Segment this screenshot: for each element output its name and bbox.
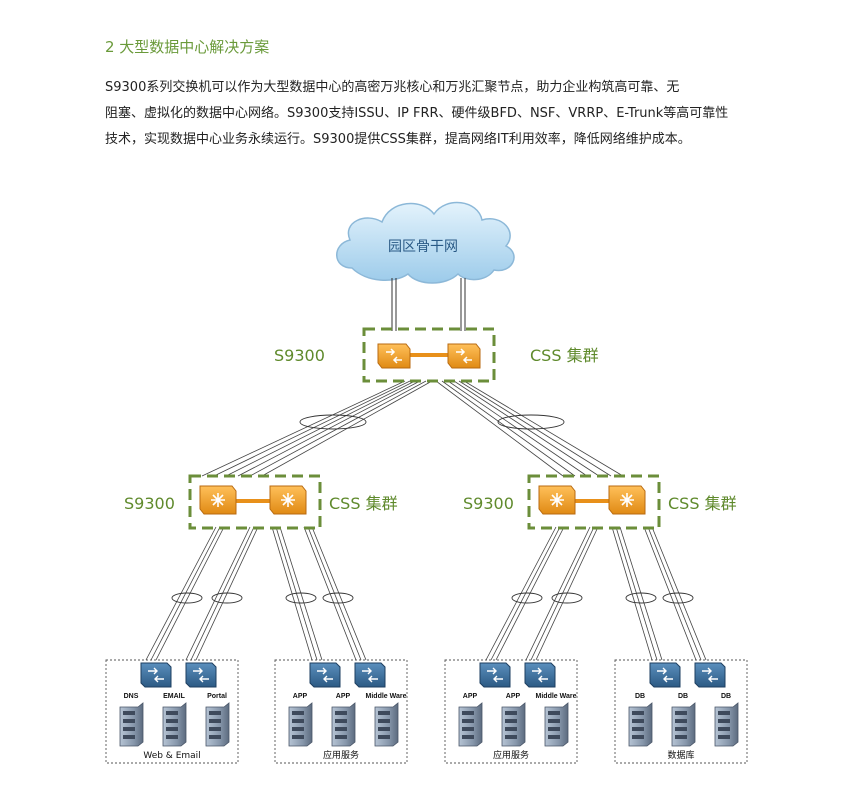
paragraph-line-3: 技术，实现数据中心业务永续运行。S9300提供CSS集群，提高网络IT利用效率，…: [105, 132, 691, 147]
server-label: Middle Ware: [366, 693, 407, 700]
right-aggregation-cluster-label: CSS 集群: [668, 494, 737, 513]
core-device-label: S9300: [274, 346, 325, 365]
server-label: EMAIL: [163, 693, 186, 700]
server-icon: [374, 702, 399, 747]
server-label: APP: [463, 693, 478, 700]
server-label: Portal: [207, 693, 227, 700]
paragraph-line-1: S9300系列交换机可以作为大型数据中心的高密万兆核心和万兆汇聚节点，助力企业构…: [105, 80, 680, 95]
server-group-frame: [105, 659, 239, 764]
server-group-frame: [614, 659, 748, 764]
core-uplink-bundles: [201, 380, 624, 477]
aggregation-switch-icon: [199, 485, 237, 515]
left-aggregation-downlinks: [145, 526, 367, 661]
server-icon: [205, 702, 230, 747]
server-label: DNS: [124, 693, 139, 700]
server-icon: [628, 702, 653, 747]
aggregation-switch-icon: [269, 485, 307, 515]
server-label: DB: [635, 693, 645, 700]
campus-backbone-cloud: 园区骨干网: [336, 201, 515, 284]
right-aggregation-css-cluster: S9300 CSS 集群: [463, 474, 737, 530]
server-label: DB: [678, 693, 688, 700]
backbone-links: [391, 278, 466, 331]
right-aggregation-device-label: S9300: [463, 494, 514, 513]
core-css-cluster: S9300 CSS 集群: [274, 327, 599, 383]
left-aggregation-device-label: S9300: [124, 494, 175, 513]
core-switch-icon: [377, 343, 411, 369]
paragraph-line-2: 阻塞、虚拟化的数据中心网络。S9300支持ISSU、IP FRR、硬件级BFD、…: [105, 106, 729, 121]
core-switch-icon: [447, 343, 481, 369]
access-switch-icon: [694, 662, 726, 688]
server-group-frame: [444, 659, 578, 764]
aggregation-switch-icon: [608, 485, 646, 515]
access-switch-icon: [479, 662, 511, 688]
right-aggregation-downlinks: [485, 526, 707, 661]
access-switch-icon: [524, 662, 556, 688]
server-label: DB: [721, 693, 731, 700]
server-group: DB DB DB 数据库: [614, 659, 748, 764]
cluster-link: [406, 353, 452, 357]
left-aggregation-css-cluster: S9300 CSS 集群: [124, 474, 398, 530]
intro-paragraph: S9300系列交换机可以作为大型数据中心的高密万兆核心和万兆汇聚节点，助力企业构…: [105, 75, 795, 153]
server-icon: [162, 702, 187, 747]
cluster-link: [236, 499, 274, 503]
server-icon: [458, 702, 483, 747]
server-group-label: Web & Email: [143, 751, 200, 761]
section-heading: 2 大型数据中心解决方案: [105, 38, 270, 56]
server-group-frame: [274, 659, 408, 764]
server-label: APP: [336, 693, 351, 700]
server-icon: [544, 702, 569, 747]
server-label: APP: [293, 693, 308, 700]
aggregation-switch-icon: [538, 485, 576, 515]
access-switch-icon: [354, 662, 386, 688]
server-icon: [671, 702, 696, 747]
access-switch-icon: [649, 662, 681, 688]
server-label: APP: [506, 693, 521, 700]
server-icon: [714, 702, 739, 747]
server-group-label: 应用服务: [323, 749, 359, 761]
access-switch-icon: [140, 662, 172, 688]
access-switch-icon: [185, 662, 217, 688]
server-label: Middle Ware: [536, 693, 577, 700]
server-icon: [501, 702, 526, 747]
cluster-link: [575, 499, 613, 503]
server-group-label: 数据库: [667, 749, 694, 761]
left-aggregation-cluster-label: CSS 集群: [329, 494, 398, 513]
server-group: APP APP Middle Ware 应用服务: [274, 659, 408, 764]
access-switch-icon: [309, 662, 341, 688]
server-group-label: 应用服务: [493, 749, 529, 761]
cloud-label: 园区骨干网: [388, 239, 458, 255]
core-cluster-label: CSS 集群: [530, 346, 599, 365]
server-icon: [119, 702, 144, 747]
server-icon: [331, 702, 356, 747]
server-icon: [288, 702, 313, 747]
server-group: APP APP Middle Ware 应用服务: [444, 659, 578, 764]
